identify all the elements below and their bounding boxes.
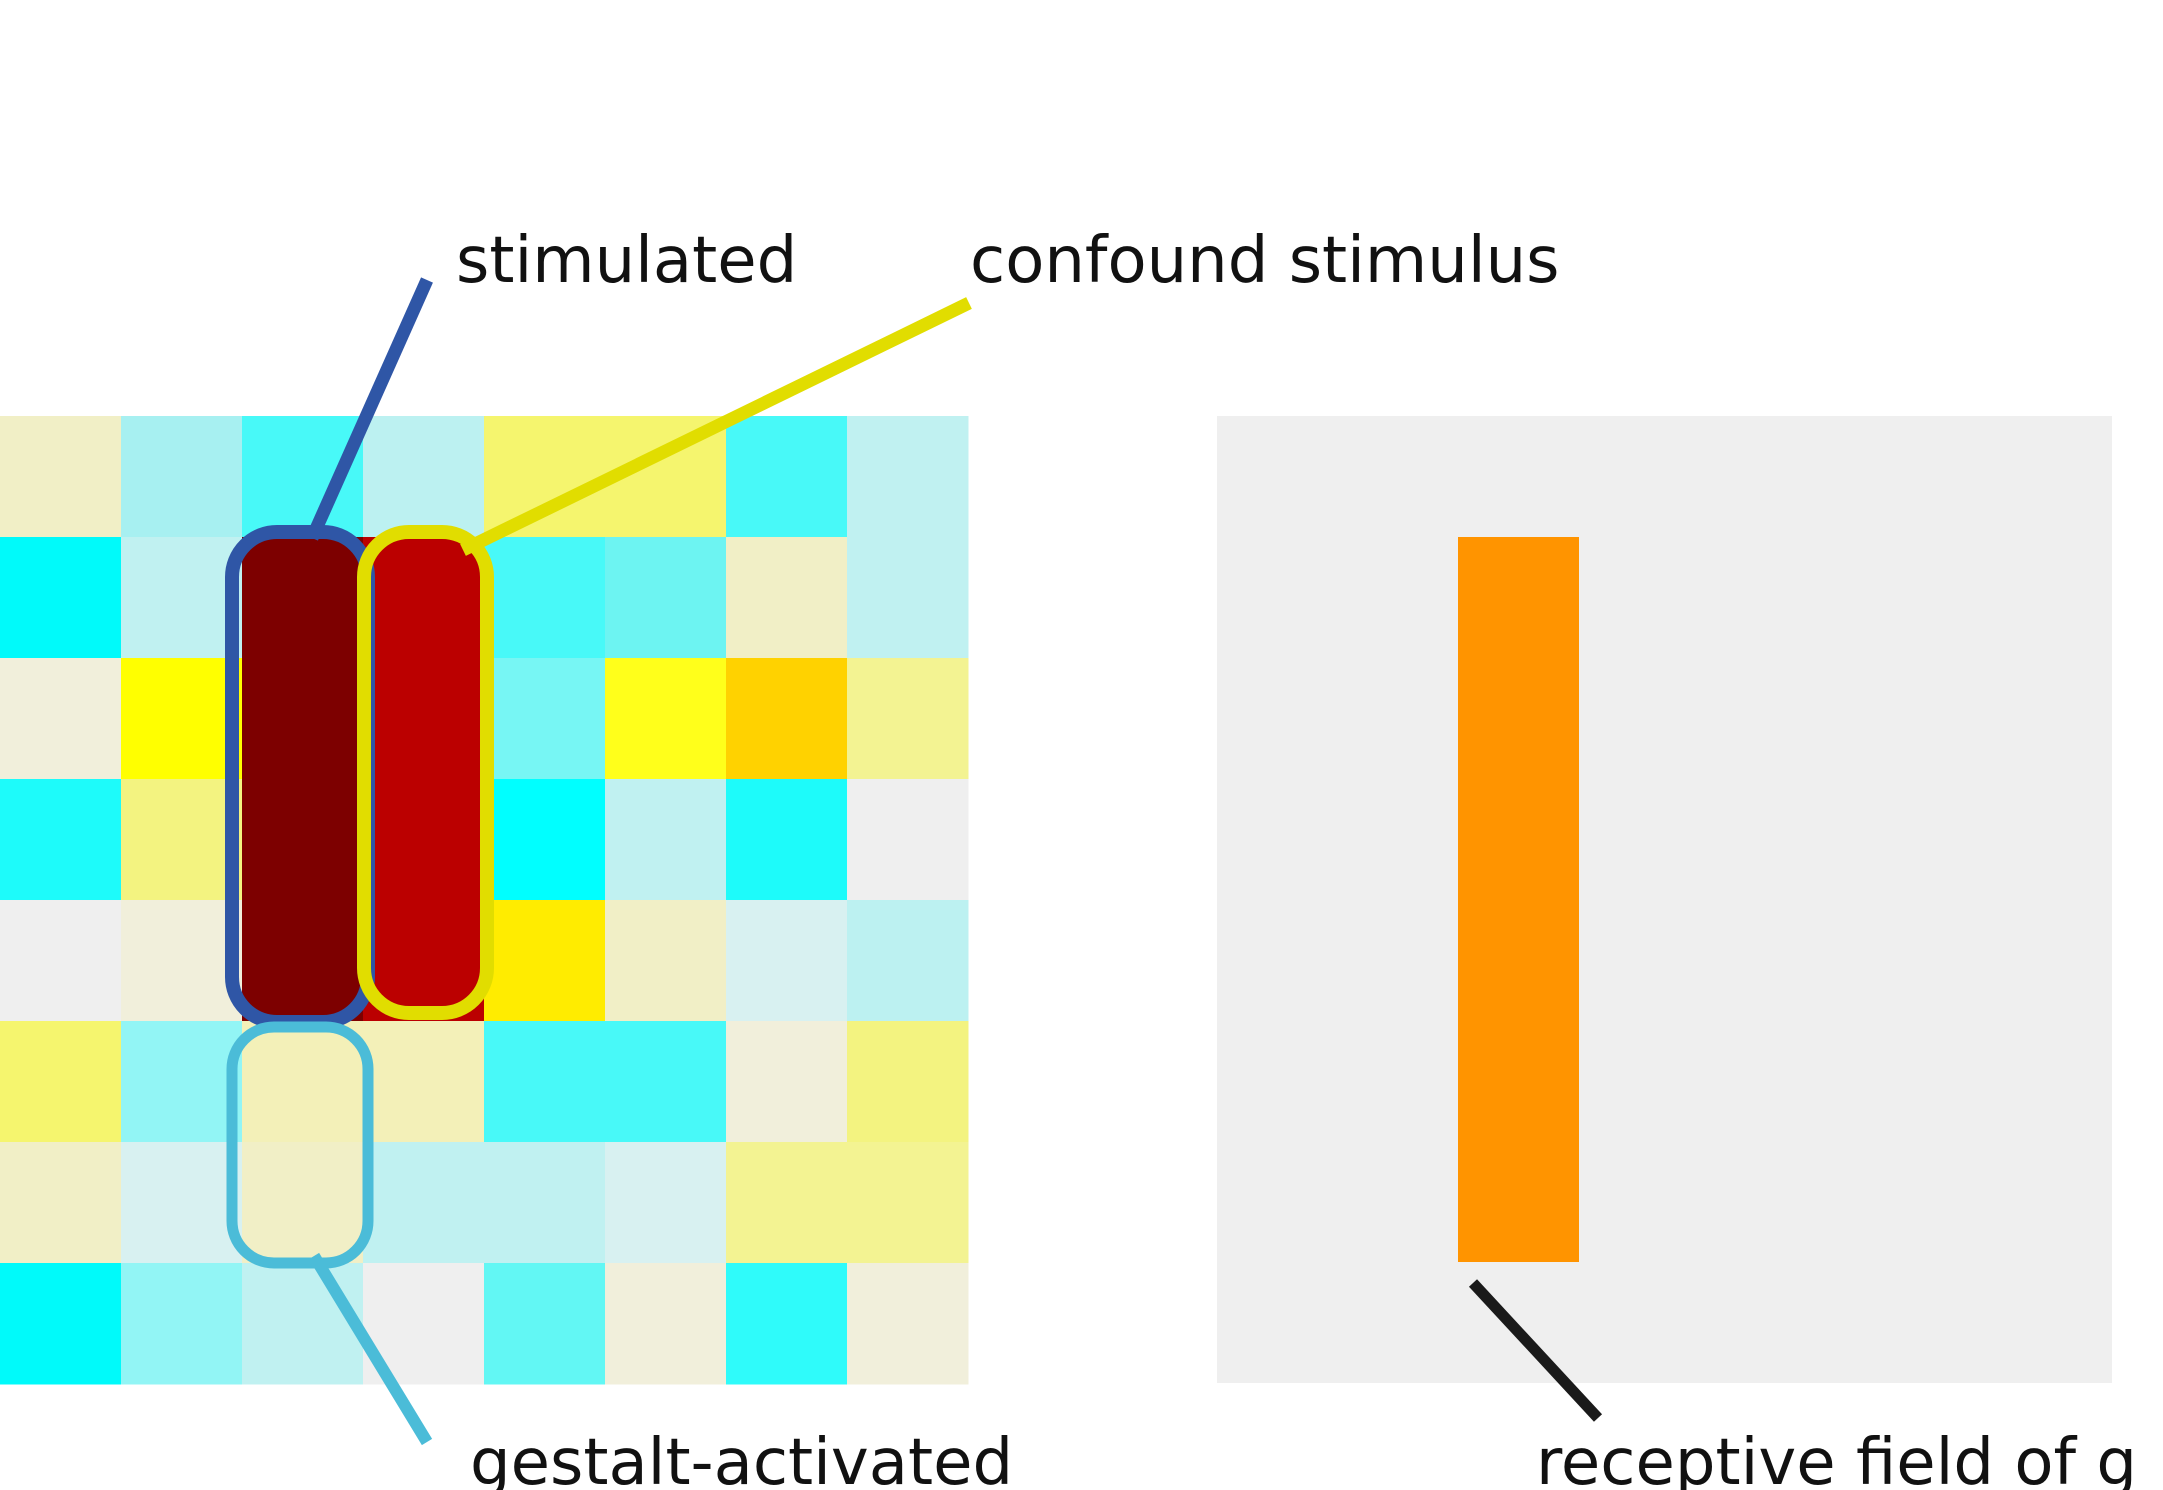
- gestalt-activated-label: gestalt-activated: [470, 1426, 1013, 1490]
- confound-pointer-line: [460, 297, 972, 556]
- heatmap-cell: [363, 658, 485, 780]
- heatmap-cell: [726, 1142, 848, 1264]
- confound-stimulus-label: confound stimulus: [970, 224, 1560, 298]
- receptive-pointer-line: [1468, 1279, 1603, 1422]
- heatmap-cell: [0, 537, 122, 659]
- heatmap-cell: [484, 658, 606, 780]
- gestalt-column-outline: [226, 1021, 374, 1269]
- heatmap-cell: [847, 779, 969, 901]
- heatmap-cell: [0, 779, 122, 901]
- heatmap-cell: [0, 1021, 122, 1143]
- heatmap-cell: [484, 1263, 606, 1385]
- heatmap-cell: [484, 1142, 606, 1264]
- heatmap-cell: [605, 900, 727, 1022]
- heatmap-cell: [726, 416, 848, 538]
- heatmap-cell: [605, 658, 727, 780]
- heatmap-cell: [0, 658, 122, 780]
- heatmap-cell: [726, 537, 848, 659]
- heatmap-cell: [847, 1263, 969, 1385]
- heatmap-cell: [242, 537, 364, 659]
- heatmap-cell: [847, 416, 969, 538]
- heatmap-cell: [121, 1021, 243, 1143]
- heatmap-cell: [847, 900, 969, 1022]
- heatmap-cell: [847, 1021, 969, 1143]
- heatmap-cell: [363, 537, 485, 659]
- heatmap-cell: [484, 1021, 606, 1143]
- heatmap-cell: [242, 900, 364, 1022]
- heatmap-cell: [0, 416, 122, 538]
- heatmap-cell: [121, 900, 243, 1022]
- heatmap-cell: [847, 1142, 969, 1264]
- heatmap-cell: [242, 1263, 364, 1385]
- confound-column-outline: [357, 525, 494, 1020]
- heatmap-cell: [726, 1021, 848, 1143]
- heatmap-cell: [484, 416, 606, 538]
- heatmap-cell: [242, 658, 364, 780]
- heatmap-cell: [605, 537, 727, 659]
- receptive-field-bar: [1458, 537, 1579, 1262]
- heatmap-cell: [484, 900, 606, 1022]
- heatmap-cell: [121, 1263, 243, 1385]
- heatmap-cell: [121, 779, 243, 901]
- stimulated-label: stimulated: [456, 224, 797, 298]
- heatmap-cell: [0, 900, 122, 1022]
- heatmap-cell: [605, 1142, 727, 1264]
- heatmap-cell: [363, 1021, 485, 1143]
- heatmap-cell: [242, 1021, 364, 1143]
- heatmap-cell: [484, 779, 606, 901]
- receptive-field-label: receptive field of g: [1536, 1426, 2137, 1490]
- heatmap-cell: [484, 537, 606, 659]
- heatmap-cell: [605, 1021, 727, 1143]
- heatmap-cell: [363, 416, 485, 538]
- stimulated-pointer-line: [306, 277, 433, 541]
- heatmap-cell: [726, 1263, 848, 1385]
- heatmap-cell: [242, 779, 364, 901]
- heatmap-cell: [726, 658, 848, 780]
- heatmap-cell: [605, 779, 727, 901]
- heatmap-cell: [847, 537, 969, 659]
- heatmap-cell: [363, 779, 485, 901]
- heatmap-cell: [121, 416, 243, 538]
- heatmap-cell: [0, 1142, 122, 1264]
- heatmap-cell: [0, 1263, 122, 1385]
- heatmap-cell: [726, 779, 848, 901]
- heatmap-cell: [121, 537, 243, 659]
- heatmap-cell: [363, 1142, 485, 1264]
- heatmap-cell: [847, 658, 969, 780]
- gestalt-pointer-line: [308, 1252, 433, 1446]
- receptive-field-panel: [1217, 416, 2112, 1383]
- heatmap-cell: [726, 900, 848, 1022]
- heatmap-cell: [242, 1142, 364, 1264]
- heatmap-cell: [121, 1142, 243, 1264]
- heatmap-cell: [605, 1263, 727, 1385]
- heatmap-cell: [121, 658, 243, 780]
